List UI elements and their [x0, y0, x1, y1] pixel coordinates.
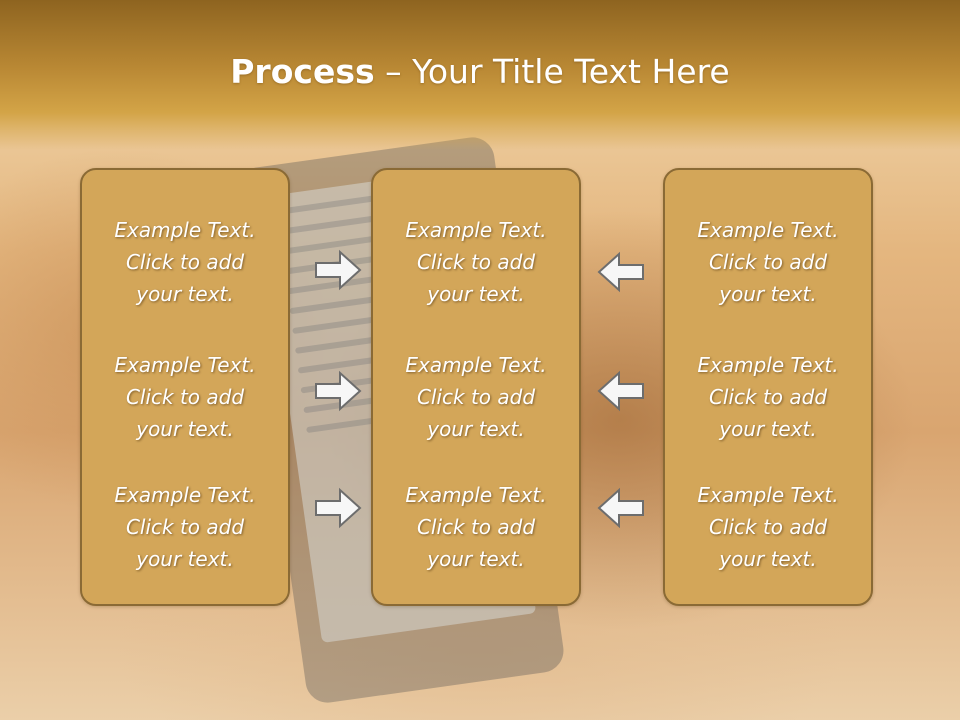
arrow-right-icon[interactable] [314, 487, 362, 529]
arrow-right-icon[interactable] [314, 370, 362, 412]
text-line: Example Text. [405, 483, 547, 507]
text-line: Example Text. [405, 218, 547, 242]
text-placeholder[interactable]: Example Text. Click to add your text. [373, 349, 579, 445]
middle-box[interactable]: Example Text. Click to add your text. Ex… [371, 168, 581, 606]
text-line: your text. [719, 282, 817, 306]
text-line: your text. [136, 282, 234, 306]
text-placeholder[interactable]: Example Text. Click to add your text. [373, 479, 579, 575]
text-line: Click to add [708, 250, 828, 274]
text-line: your text. [719, 547, 817, 571]
text-placeholder[interactable]: Example Text. Click to add your text. [373, 214, 579, 310]
right-box[interactable]: Example Text. Click to add your text. Ex… [663, 168, 873, 606]
text-placeholder[interactable]: Example Text. Click to add your text. [82, 349, 288, 445]
text-placeholder[interactable]: Example Text. Click to add your text. [665, 214, 871, 310]
text-line: your text. [719, 417, 817, 441]
left-box[interactable]: Example Text. Click to add your text. Ex… [80, 168, 290, 606]
slide-title[interactable]: Process – Your Title Text Here [0, 52, 960, 91]
text-placeholder[interactable]: Example Text. Click to add your text. [82, 214, 288, 310]
text-line: Example Text. [114, 483, 256, 507]
arrow-left-icon[interactable] [597, 251, 645, 293]
text-line: Example Text. [114, 353, 256, 377]
text-line: Example Text. [697, 218, 839, 242]
arrow-left-icon[interactable] [597, 487, 645, 529]
text-placeholder[interactable]: Example Text. Click to add your text. [82, 479, 288, 575]
text-line: Click to add [416, 250, 536, 274]
text-line: your text. [427, 417, 525, 441]
text-placeholder[interactable]: Example Text. Click to add your text. [665, 349, 871, 445]
text-line: your text. [427, 282, 525, 306]
text-line: your text. [136, 547, 234, 571]
text-line: Click to add [125, 515, 245, 539]
text-line: your text. [427, 547, 525, 571]
arrow-left-icon[interactable] [597, 370, 645, 412]
text-line: Example Text. [114, 218, 256, 242]
title-rest: – Your Title Text Here [374, 52, 730, 91]
text-placeholder[interactable]: Example Text. Click to add your text. [665, 479, 871, 575]
text-line: your text. [136, 417, 234, 441]
text-line: Click to add [708, 515, 828, 539]
text-line: Example Text. [405, 353, 547, 377]
text-line: Click to add [416, 385, 536, 409]
text-line: Example Text. [697, 353, 839, 377]
title-bold: Process [230, 52, 375, 91]
text-line: Click to add [416, 515, 536, 539]
text-line: Click to add [125, 385, 245, 409]
text-line: Click to add [125, 250, 245, 274]
text-line: Example Text. [697, 483, 839, 507]
arrow-right-icon[interactable] [314, 249, 362, 291]
text-line: Click to add [708, 385, 828, 409]
header-band [0, 0, 960, 150]
